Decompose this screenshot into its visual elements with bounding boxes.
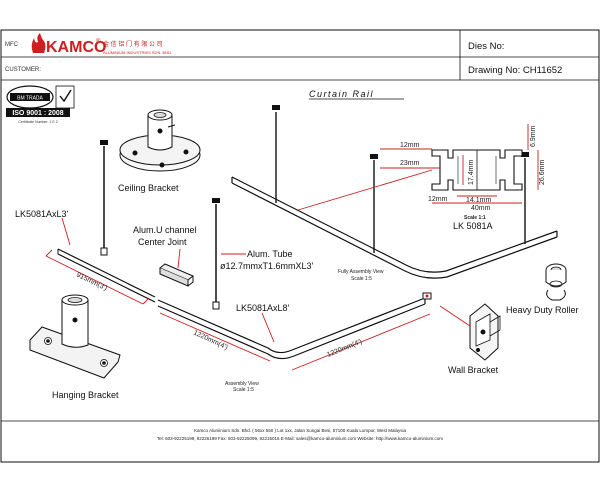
dim-23: 23mm bbox=[400, 160, 420, 167]
scale-11-label: Scale 1:1 bbox=[464, 215, 486, 221]
full-rail bbox=[231, 176, 558, 279]
ceiling-bracket-drawing bbox=[119, 109, 201, 172]
dim-266: 26.6mm bbox=[539, 160, 546, 185]
u-channel-joint bbox=[159, 263, 194, 287]
ceiling-bracket-label: Ceiling Bracket bbox=[118, 183, 179, 193]
dim-12-bot: 12mm bbox=[428, 196, 448, 203]
outer-frame bbox=[0, 29, 600, 463]
fully-scale-label: Scale 1:5 bbox=[351, 276, 372, 282]
mfc-label: MFC bbox=[5, 42, 19, 48]
dies-no-label: Dies No: bbox=[468, 41, 504, 52]
footer-line-2: Tel: 603-92225199, 92226199 Fax: 603-922… bbox=[157, 436, 443, 441]
lk8-label: LK5081AxL8' bbox=[236, 303, 290, 313]
wall-bracket-label: Wall Bracket bbox=[448, 365, 499, 375]
brand-tagline: ALUMINIUM INDUSTRIES SDN. BHD. bbox=[103, 50, 172, 55]
drawing-title: Curtain Rail bbox=[309, 89, 374, 99]
dim-40: 40mm bbox=[471, 205, 491, 212]
iso-text: ISO 9001 : 2008 bbox=[12, 110, 63, 117]
alum-tube-label-2: ø12.7mmxT1.6mmXL3' bbox=[220, 261, 314, 271]
dim-1220b bbox=[291, 313, 431, 371]
full-rail-rod-1 bbox=[272, 105, 280, 203]
rail-end-stopper bbox=[422, 292, 432, 300]
rail-3ft bbox=[57, 248, 156, 303]
hanging-bracket-drawing bbox=[29, 294, 121, 379]
dim-141: 14.1mm bbox=[466, 197, 491, 204]
full-rail-rod-2 bbox=[370, 154, 378, 253]
lk8-leader bbox=[261, 312, 275, 343]
dim-69: 6.9mm bbox=[530, 125, 537, 147]
fully-assembly-label: Fully Assembly View bbox=[338, 269, 384, 275]
brand-name: KAMCO bbox=[46, 39, 106, 56]
left-hanging-rod bbox=[100, 140, 108, 256]
customer-label: CUSTOMER: bbox=[5, 67, 41, 73]
hanging-bracket-label: Hanging Bracket bbox=[52, 390, 119, 400]
dim-174: 17.4mm bbox=[468, 160, 475, 185]
cert-sub-text: Certificate Number: 1 E 2 bbox=[18, 120, 57, 124]
dim-915 bbox=[45, 249, 150, 305]
profile-name-label: LK 5081A bbox=[453, 221, 493, 231]
full-rail-rod-3 bbox=[521, 152, 529, 244]
assembly-view-label: Assembly View bbox=[225, 381, 259, 387]
brand-subtitle: 金 信 铝 门 有 限 公 司 bbox=[103, 40, 163, 48]
wall-bracket-drawing bbox=[469, 303, 501, 361]
iso-cert-badge: BM TRADA ISO 9001 : 2008 Certificate Num… bbox=[6, 85, 75, 124]
kamco-flame-icon bbox=[31, 33, 46, 53]
footer-line-1: Kamco Aluminium Sdn. Bhd. ( 56xx 550 ) L… bbox=[194, 428, 407, 433]
cert-badge-text: BM TRADA bbox=[17, 96, 43, 102]
assembly-scale-label: Scale 1:5 bbox=[233, 387, 254, 393]
heavy-duty-roller-label: Heavy Duty Roller bbox=[506, 305, 579, 315]
brand-mark: ® bbox=[96, 38, 101, 45]
dim-915-label: 915mm(3') bbox=[75, 272, 108, 293]
alum-tube-rod bbox=[212, 198, 220, 310]
dim-1220a bbox=[159, 312, 271, 362]
wall-bracket-leader bbox=[439, 305, 471, 327]
dim-12-top: 12mm bbox=[400, 142, 420, 149]
u-channel-label-2: Center Joint bbox=[138, 237, 187, 247]
assembly-rail bbox=[157, 297, 426, 360]
lk3-leader bbox=[61, 217, 71, 246]
u-channel-leader bbox=[177, 248, 181, 269]
u-channel-label: Alum.U channel bbox=[133, 225, 197, 235]
heavy-duty-roller-drawing bbox=[545, 263, 567, 301]
lk3-label: LK5081AxL3' bbox=[15, 209, 69, 219]
profile-section bbox=[431, 149, 523, 191]
alum-tube-label: Alum. Tube bbox=[247, 249, 293, 259]
drawing-no-label: Drawing No: CH11652 bbox=[468, 65, 562, 76]
profile-leader bbox=[297, 169, 433, 211]
